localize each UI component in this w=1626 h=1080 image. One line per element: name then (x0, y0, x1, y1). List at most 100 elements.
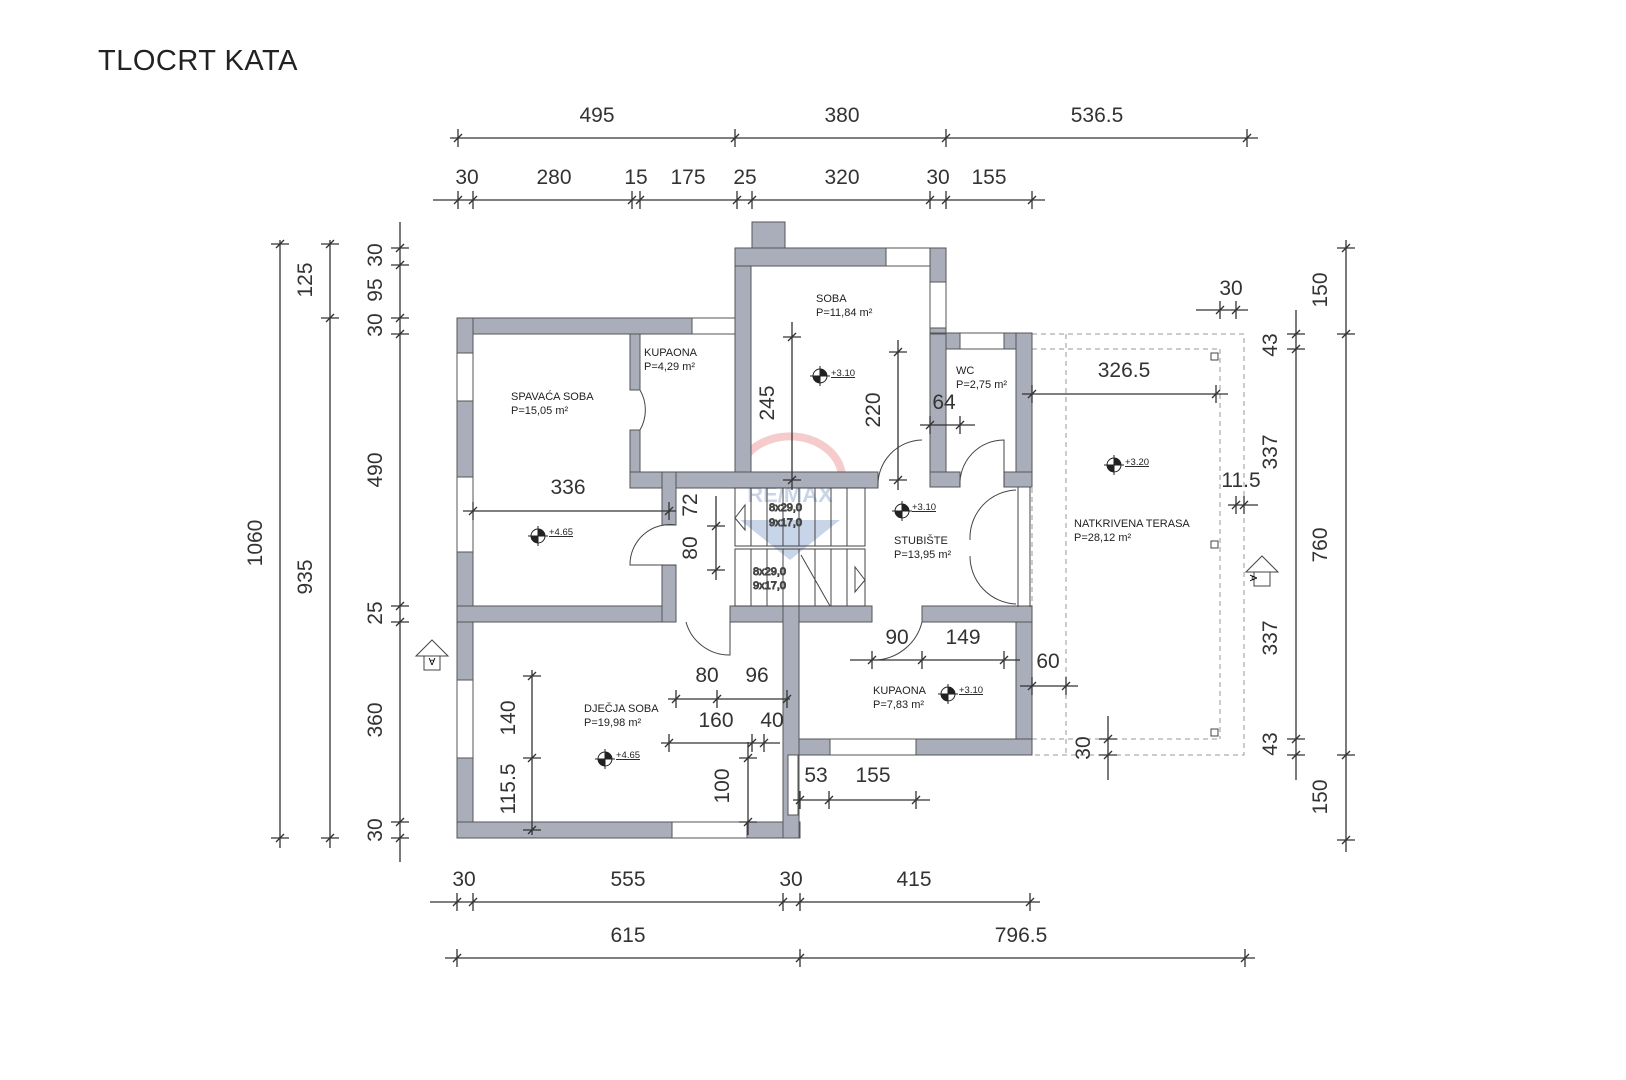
dimension-line (1061, 681, 1071, 691)
level-value: +4.65 (616, 750, 640, 761)
room-name: KUPAONA (644, 347, 698, 359)
dimension-label: 360 (364, 702, 387, 737)
section-marker-label: A (1247, 575, 1258, 582)
dimension-line (1291, 750, 1301, 760)
dimension-line (1341, 243, 1351, 253)
dimension-line (527, 671, 537, 681)
room-name: DJEČJA SOBA (584, 702, 659, 715)
dimension-line (452, 953, 462, 963)
drawing-title: TLOCRT KATA (98, 45, 298, 77)
room-name: SOBA (816, 293, 847, 305)
dimension-line (1291, 344, 1301, 354)
dimension-label: 495 (579, 104, 614, 127)
dimension-label: 15 (624, 166, 647, 189)
dimension-label: 337 (1259, 434, 1282, 469)
dimension-line (1215, 305, 1225, 315)
room-name: WC (956, 365, 974, 377)
dimension-label: 30 (364, 818, 387, 841)
dimension-label: 555 (610, 868, 645, 891)
dimension-label: 25 (364, 601, 387, 624)
dimension-line (395, 833, 405, 843)
dimension-line (453, 133, 463, 143)
dimension-line (955, 420, 965, 430)
room-name: KUPAONA (873, 685, 927, 697)
dimension-line (468, 897, 478, 907)
dimension-label: 30 (926, 166, 949, 189)
section-marker-label: A (428, 655, 435, 666)
dimension-label: 43 (1259, 333, 1282, 356)
dimension-line (395, 313, 405, 323)
terrace-outline (1031, 333, 1245, 756)
dimension-line (395, 260, 405, 270)
remax-watermark: RE/MAX (734, 432, 846, 560)
dimension-line (711, 521, 721, 531)
dimension-line (275, 239, 285, 249)
stair-risers: 9x17,0 (769, 517, 802, 529)
room-name: SPAVAĆA SOBA (511, 390, 594, 403)
dimension-line (325, 239, 335, 249)
dimension-label: 90 (885, 626, 908, 649)
room-area: P=28,12 m² (1074, 532, 1132, 544)
dimension-label: 140 (497, 700, 520, 735)
dimension-label: 1060 (244, 520, 267, 567)
level-marker-icon (892, 501, 912, 521)
dimension-line (1240, 953, 1250, 963)
dimension-line (893, 347, 903, 357)
dimension-line (782, 694, 792, 704)
dimension-line (759, 738, 769, 748)
dimension-line (468, 195, 478, 205)
dimension-label: 30 (779, 868, 802, 891)
stair-treads: 8x29,0 (769, 502, 802, 514)
dimension-label: 160 (698, 709, 733, 732)
dimension-label: 245 (756, 385, 779, 420)
dimension-label: 125 (294, 262, 317, 297)
level-value: +3.10 (912, 502, 936, 513)
dimension-label: 220 (862, 392, 885, 427)
room-name: STUBIŠTE (894, 534, 948, 547)
dimension-line (1027, 389, 1037, 399)
stair-risers: 9x17,0 (753, 580, 786, 592)
dimension-label: 337 (1259, 620, 1282, 655)
dimension-line (664, 506, 674, 516)
dimension-line (527, 825, 537, 835)
dimension-line (1239, 500, 1249, 510)
dimension-line (1103, 750, 1113, 760)
room-area: P=4,29 m² (644, 361, 695, 373)
dimension-label: 150 (1309, 272, 1332, 307)
level-marker-icon (595, 749, 615, 769)
dimension-label: 100 (711, 768, 734, 803)
dimension-label: 11.5 (1221, 469, 1260, 492)
dimension-line (795, 795, 805, 805)
dimension-label: 280 (536, 166, 571, 189)
dimension-label: 760 (1309, 527, 1332, 562)
dimension-line (1291, 329, 1301, 339)
dimension-line (824, 795, 834, 805)
dimension-line (468, 506, 478, 516)
dimension-line (1231, 500, 1241, 510)
dimension-label: 155 (855, 764, 890, 787)
dimension-line (925, 195, 935, 205)
dimension-line (671, 694, 681, 704)
dimension-line (999, 655, 1009, 665)
dimension-line (941, 133, 951, 143)
dimension-label: 155 (971, 166, 1006, 189)
dimension-line (395, 817, 405, 827)
dimension-line (1231, 305, 1241, 315)
dimension-label: 53 (804, 764, 827, 787)
dimension-line (778, 897, 788, 907)
section-marker-right: A (1244, 555, 1280, 587)
room-area: P=2,75 m² (956, 379, 1007, 391)
dimension-line (452, 897, 462, 907)
dimension-line (732, 195, 742, 205)
dimension-label: 96 (745, 664, 768, 687)
dimension-line (1103, 734, 1113, 744)
level-value: +3.10 (959, 685, 983, 696)
dimension-line (787, 332, 797, 342)
dimension-line (787, 475, 797, 485)
dimension-line (1341, 750, 1351, 760)
dimension-label: 43 (1259, 732, 1282, 755)
dimension-line (795, 953, 805, 963)
